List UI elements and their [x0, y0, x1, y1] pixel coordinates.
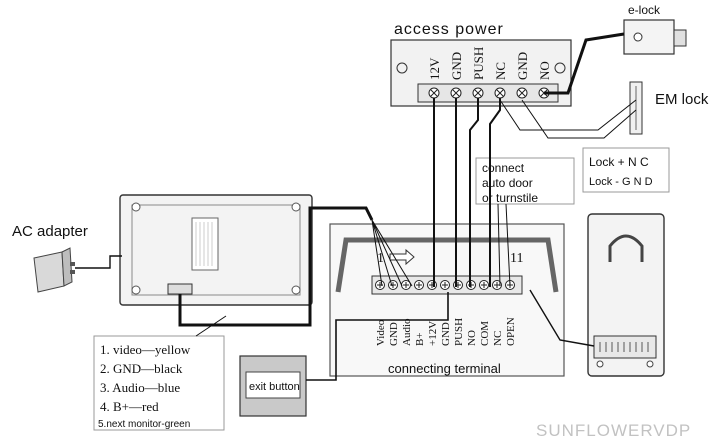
- exit-button-device: exit button: [239, 355, 307, 417]
- ac-adapter: AC adapter: [12, 223, 88, 293]
- adapter-prong: [70, 270, 75, 274]
- e-lock-body: [623, 19, 675, 55]
- access-power-unit: access power 12V GND PUSH NC GND NO: [390, 21, 572, 107]
- ap-pin-label: PUSH: [471, 47, 486, 80]
- em-lock-label: EM lock: [655, 91, 709, 108]
- legend-item: 1. video—yellow: [100, 342, 191, 357]
- wire-monitor: [178, 206, 374, 327]
- wire-em-lock-a: [499, 99, 637, 131]
- ac-adapter-label: AC adapter: [12, 223, 88, 240]
- access-power-title: access power: [394, 21, 504, 38]
- terminal-pin-label: B+: [414, 332, 426, 346]
- terminal-pin-label: Video: [375, 319, 387, 346]
- connect-note: connect auto door or turnstile: [475, 157, 575, 205]
- e-lock-device: e-lock: [623, 3, 687, 55]
- terminal-end-number: 11: [510, 251, 523, 266]
- wire-exit-button: [306, 292, 449, 381]
- terminal-pin-label: OPEN: [505, 317, 517, 346]
- watermark: SUNFLOWERVDP: [536, 421, 691, 440]
- monitor-screw: [291, 285, 301, 295]
- wire-legend-box: [93, 335, 225, 431]
- wire-legend: 1. video—yellow 2. GND—black 3. Audio—bl…: [93, 335, 225, 431]
- monitor-screw: [291, 202, 301, 212]
- panel-bracket: [335, 237, 559, 293]
- wire-em-lock-b: [521, 99, 637, 139]
- terminal-panel-box: [329, 223, 565, 377]
- wire-push: [469, 98, 479, 287]
- mount-hole-left: [396, 62, 408, 74]
- ap-pin-label: GND: [449, 52, 464, 80]
- legend-leader: [195, 315, 227, 337]
- outdoor-station: [587, 213, 665, 377]
- e-lock-bolt: [673, 29, 687, 47]
- ap-pin-label: NC: [493, 62, 508, 80]
- mount-hole-right: [554, 62, 566, 74]
- e-lock-hole: [633, 32, 643, 42]
- connect-note-line: connect: [482, 161, 525, 175]
- legend-item: 5.next monitor-green: [98, 419, 190, 430]
- adapter-body: [33, 251, 65, 293]
- terminal-pin-label: GND: [388, 322, 400, 346]
- adapter-prong: [70, 262, 75, 266]
- wire-e-lock: [544, 32, 625, 95]
- monitor-screw: [131, 285, 141, 295]
- wire-adapter: [75, 255, 122, 269]
- ap-pin-label: 12V: [427, 57, 442, 80]
- connect-note-box: [475, 157, 575, 205]
- terminal-pin-label: NO: [466, 330, 478, 346]
- legend-item: 4. B+—red: [100, 399, 159, 414]
- wire-monitor-fan: [371, 219, 413, 287]
- monitor-screw: [131, 202, 141, 212]
- terminal-screws: [375, 280, 515, 290]
- terminal-pin-label: +12V: [427, 321, 439, 346]
- terminal-pin-label: COM: [479, 321, 491, 346]
- terminal-start-number: 1: [377, 251, 384, 266]
- monitor-inner: [131, 204, 301, 296]
- connect-note-line: or turnstile: [482, 191, 538, 205]
- legend-item: 3. Audio—blue: [100, 380, 180, 395]
- wires: [75, 32, 637, 381]
- e-lock-label: e-lock: [628, 3, 661, 17]
- outdoor-screw: [646, 360, 654, 368]
- direction-arrow: [389, 248, 415, 266]
- em-lock-device: EM lock: [629, 81, 709, 135]
- rain-hood: [608, 234, 644, 262]
- exit-button-label: exit button: [249, 381, 300, 393]
- lock-note-box: [582, 147, 670, 193]
- lock-note-line: Lock + N C: [589, 155, 649, 169]
- terminal-pin-label: Audio: [401, 318, 413, 346]
- adapter-side: [61, 247, 73, 287]
- monitor-connector: [167, 283, 193, 295]
- connect-note-line: auto door: [482, 176, 533, 190]
- outdoor-screw: [596, 360, 604, 368]
- indoor-monitor: [119, 194, 313, 306]
- wire-auto-door: [489, 203, 511, 287]
- outdoor-connector: [593, 335, 657, 359]
- terminal-pin-label: GND: [440, 322, 452, 346]
- wire-outdoor-station: [529, 289, 595, 347]
- lock-note-line: Lock - G N D: [589, 176, 653, 188]
- legend-item: 2. GND—black: [100, 361, 183, 376]
- ap-pin-label: GND: [515, 52, 530, 80]
- monitor-grill: [191, 217, 219, 271]
- terminal-pin-label: NC: [492, 331, 504, 346]
- exit-button-face: [245, 371, 301, 399]
- terminal-caption: connecting terminal: [388, 361, 501, 376]
- ap-pin-label: NO: [537, 61, 552, 80]
- terminal-pin-label: PUSH: [453, 318, 465, 346]
- lock-note: Lock + N C Lock - G N D: [582, 147, 670, 193]
